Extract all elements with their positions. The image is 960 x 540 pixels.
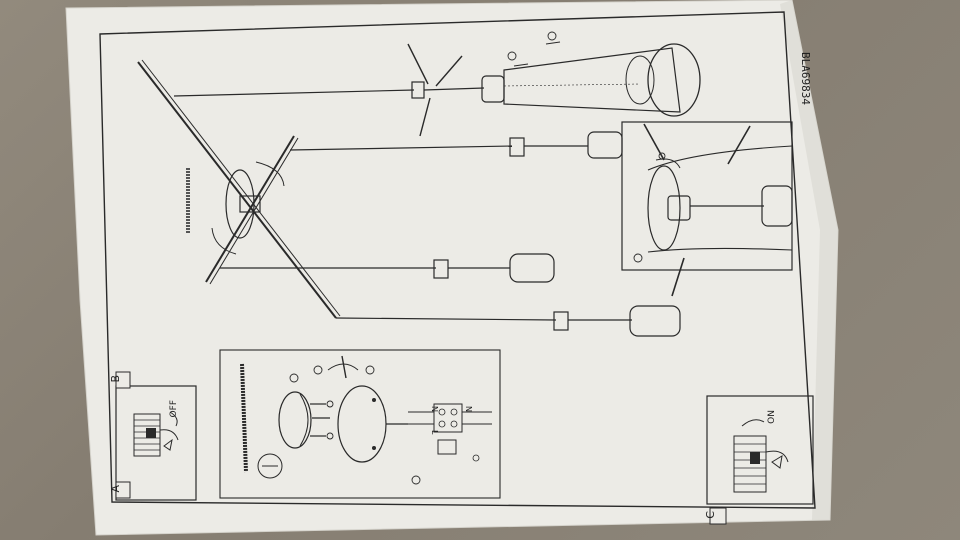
document-code: BLA69834 bbox=[799, 52, 812, 105]
panel-c-letter: C bbox=[704, 511, 717, 519]
fixture-illustration bbox=[137, 31, 701, 337]
outer-frame bbox=[99, 11, 816, 509]
terminal-label-n-right: N bbox=[464, 406, 473, 412]
breaker-switch-off-icon bbox=[133, 413, 179, 457]
ceiling-plate-detail: N N L bbox=[219, 349, 501, 499]
switch-on-label: ON bbox=[767, 410, 777, 424]
breaker-switch-on-icon bbox=[733, 435, 789, 493]
switch-off-label: OFF bbox=[169, 400, 179, 417]
panel-b: B bbox=[109, 371, 131, 389]
terminal-label-n-left: N bbox=[430, 406, 439, 412]
terminal-block-icon bbox=[408, 403, 492, 462]
shade-detail-box bbox=[621, 121, 793, 297]
panel-c: C ON bbox=[704, 395, 814, 525]
paper-shadow-fold bbox=[780, 0, 838, 520]
panel-a-letter: A bbox=[109, 485, 122, 493]
terminal-label-earth: L bbox=[430, 430, 439, 435]
panel-b-letter: B bbox=[109, 375, 122, 383]
panel-a: A OFF bbox=[109, 385, 197, 501]
